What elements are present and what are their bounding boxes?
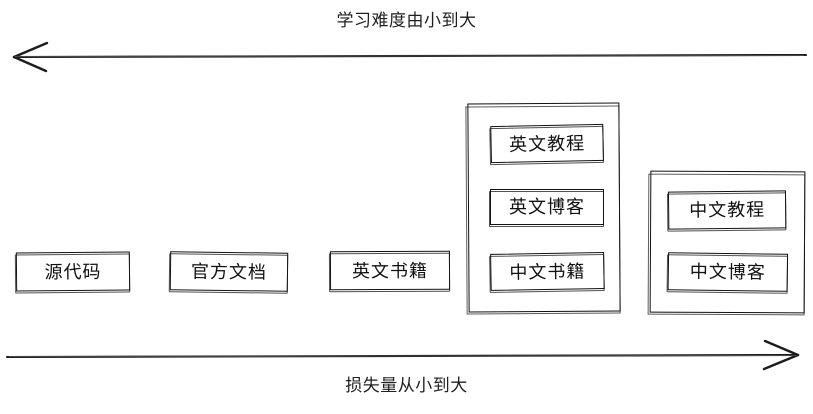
node-english-blog[interactable]: 英文博客 [489,188,604,225]
left-arrow [12,41,808,73]
node-english-books[interactable]: 英文书籍 [329,250,451,291]
node-english-tutorial[interactable]: 英文教程 [490,123,604,164]
node-label: 中文博客 [689,261,766,283]
bottom-axis-caption: 损失量从小到大 [345,376,468,395]
node-label: 英文书籍 [351,260,429,281]
node-label: 英文教程 [508,132,586,155]
group-english-resources[interactable]: 英文教程 英文博客 中文书籍 [467,102,621,313]
node-chinese-blog[interactable]: 中文博客 [667,252,789,292]
node-chinese-tutorial[interactable]: 中文教程 [667,190,787,230]
node-label: 中文书籍 [509,260,586,283]
node-source-code[interactable]: 源代码 [15,251,131,292]
node-chinese-books[interactable]: 中文书籍 [490,252,605,291]
node-label: 源代码 [44,261,102,282]
right-arrow [5,339,800,371]
node-label: 中文教程 [689,199,766,221]
node-label: 英文博客 [508,196,585,217]
node-official-docs[interactable]: 官方文档 [169,251,289,292]
node-label: 官方文档 [190,261,268,282]
group-chinese-resources[interactable]: 中文教程 中文博客 [649,170,806,314]
top-axis-caption: 学习难度由小到大 [336,11,477,30]
